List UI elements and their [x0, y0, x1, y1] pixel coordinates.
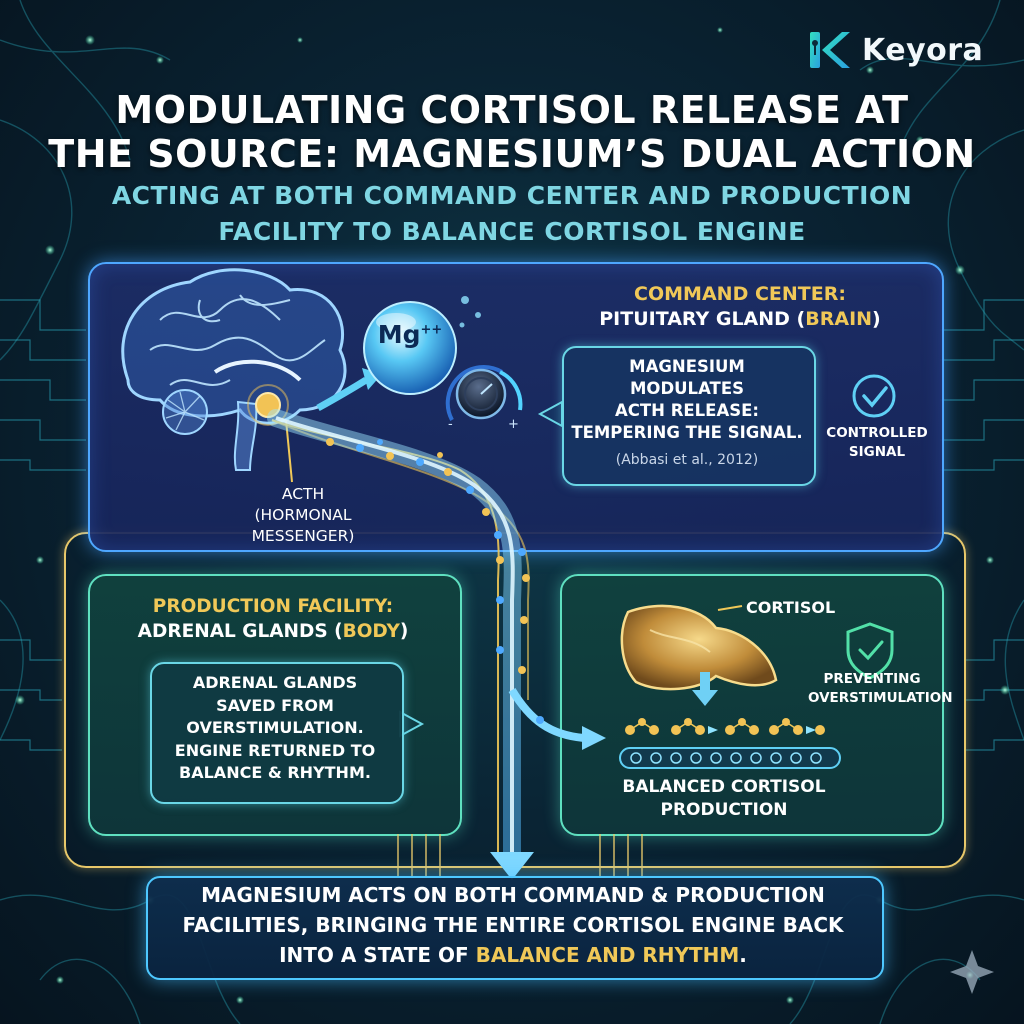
- mg-symbol: Mg: [377, 320, 421, 349]
- bottom-connector-lines: [397, 834, 643, 876]
- page-title: MODULATING CORTISOL RELEASE AT THE SOURC…: [40, 88, 984, 176]
- hormone-flow-stream: [267, 409, 530, 869]
- acth-line-2: (HORMONAL MESSENGER): [251, 506, 355, 545]
- cortisol-label: CORTISOL: [746, 598, 836, 617]
- keyora-logo-icon: [810, 32, 850, 68]
- production-subtitle-part2: ): [399, 621, 409, 642]
- preventing-overstimulation-label: PREVENTING OVERSTIMULATION: [808, 670, 953, 708]
- acth-label: ACTH (HORMONAL MESSENGER): [218, 484, 388, 547]
- controlled-line-2: SIGNAL: [848, 444, 906, 460]
- controlled-line-1: CONTROLLED: [826, 425, 928, 441]
- bubble-top-tail: [537, 400, 563, 428]
- summary-highlight: BALANCE AND RHYTHM: [475, 943, 740, 967]
- adrenal-callout-text: ADRENAL GLANDS SAVED FROM OVERSTIMULATIO…: [150, 672, 400, 785]
- summary-panel: [146, 876, 884, 980]
- acth-molecule-particles: [326, 438, 544, 724]
- flow-branch-arrowhead: [582, 726, 606, 750]
- command-center-heading: COMMAND CENTER: PITUITARY GLAND (BRAIN): [560, 282, 920, 332]
- flow-down-arrowhead: [490, 852, 534, 880]
- page-subtitle: ACTING AT BOTH COMMAND CENTER AND PRODUC…: [60, 178, 964, 250]
- adrenal-line-5: BALANCE & RHYTHM.: [179, 763, 371, 782]
- balanced-line-1: BALANCED CORTISOL: [622, 777, 826, 797]
- subtitle-line-1: ACTING AT BOTH COMMAND CENTER AND PRODUC…: [111, 181, 913, 210]
- production-facility-title: PRODUCTION FACILITY:: [152, 596, 394, 617]
- production-subtitle-gold: BODY: [342, 621, 400, 642]
- prevent-line-1: PREVENTING: [823, 671, 921, 687]
- callout-line-1: MAGNESIUM: [629, 357, 745, 376]
- magnesium-modulates-text: MAGNESIUM MODULATES ACTH RELEASE: TEMPER…: [562, 356, 812, 444]
- adrenal-line-2: SAVED FROM: [216, 695, 334, 715]
- command-center-subtitle-part2: ): [872, 308, 881, 330]
- adrenal-line-4: ENGINE RETURNED TO: [174, 740, 376, 760]
- magnesium-ion-sphere: [363, 301, 457, 395]
- mg-label: Mg++: [370, 320, 450, 349]
- brain-icon: [121, 268, 347, 471]
- brain-to-mg-arrow: [316, 377, 368, 412]
- dial-minus-label: -: [448, 417, 453, 432]
- acth-line-1: ACTH: [281, 485, 325, 503]
- flow-branch-arrow: [508, 687, 585, 742]
- subtitle-line-2: FACILITY TO BALANCE CORTISOL ENGINE: [218, 217, 806, 246]
- summary-line-3-part1: INTO A STATE OF: [279, 943, 476, 967]
- shield-check-icon: [846, 622, 894, 680]
- command-center-subtitle-gold: BRAIN: [805, 308, 873, 330]
- cortisol-molecules-row: [625, 718, 825, 735]
- title-line-1: MODULATING CORTISOL RELEASE AT: [115, 88, 909, 132]
- cortisol-pointer-line: [717, 605, 743, 611]
- command-center-subtitle: PITUITARY GLAND (BRAIN): [560, 307, 920, 332]
- summary-line-3-end: .: [739, 943, 747, 967]
- prevent-line-2: OVERSTIMULATION: [808, 690, 953, 706]
- adrenal-callout: [150, 662, 404, 804]
- summary-line-1: MAGNESIUM ACTS ON BOTH COMMAND & PRODUCT…: [201, 883, 825, 907]
- callout-line-2: MODULATES: [630, 379, 744, 398]
- adrenal-down-arrowhead: [692, 690, 718, 706]
- sparkle-icon: [950, 950, 994, 994]
- production-subtitle-part1: ADRENAL GLANDS (: [137, 621, 343, 642]
- callout-line-3: ACTH RELEASE:: [615, 401, 759, 420]
- balanced-line-2: PRODUCTION: [660, 800, 788, 820]
- adrenal-gland-icon: [620, 604, 778, 691]
- summary-line-2: FACILITIES, BRINGING THE ENTIRE CORTISOL…: [182, 913, 844, 937]
- cortisol-production-panel: [560, 574, 944, 836]
- title-line-2: THE SOURCE: MAGNESIUM’S DUAL ACTION: [48, 132, 976, 176]
- conveyor-belt: [619, 747, 841, 769]
- adrenal-down-arrow-shaft: [700, 672, 710, 692]
- adrenal-line-1: ADRENAL GLANDS: [192, 673, 358, 692]
- controlled-signal-check-icon: [852, 374, 896, 418]
- callout-line-4: TEMPERING THE SIGNAL.: [571, 423, 803, 442]
- production-facility-heading: PRODUCTION FACILITY: ADRENAL GLANDS (BOD…: [100, 594, 446, 644]
- balanced-cortisol-label: BALANCED CORTISOL PRODUCTION: [614, 776, 834, 822]
- summary-text: MAGNESIUM ACTS ON BOTH COMMAND & PRODUCT…: [156, 880, 870, 970]
- command-center-title: COMMAND CENTER:: [634, 283, 846, 305]
- command-center-subtitle-part1: PITUITARY GLAND (: [599, 308, 806, 330]
- summary-line-3: INTO A STATE OF BALANCE AND RHYTHM.: [156, 940, 870, 970]
- brand-name: Keyora: [862, 32, 984, 68]
- production-facility-subtitle: ADRENAL GLANDS (BODY): [100, 619, 446, 644]
- brand-logo: Keyora: [808, 26, 983, 74]
- dial-plus-label: +: [508, 417, 519, 432]
- citation: (Abbasi et al., 2012): [615, 452, 759, 468]
- dial-knob-icon: - +: [445, 365, 523, 432]
- adrenal-line-3: OVERSTIMULATION.: [186, 718, 364, 737]
- mg-charge: ++: [420, 322, 443, 338]
- controlled-signal-label: CONTROLLED SIGNAL: [818, 424, 936, 462]
- magnesium-modulates-callout: [562, 346, 816, 486]
